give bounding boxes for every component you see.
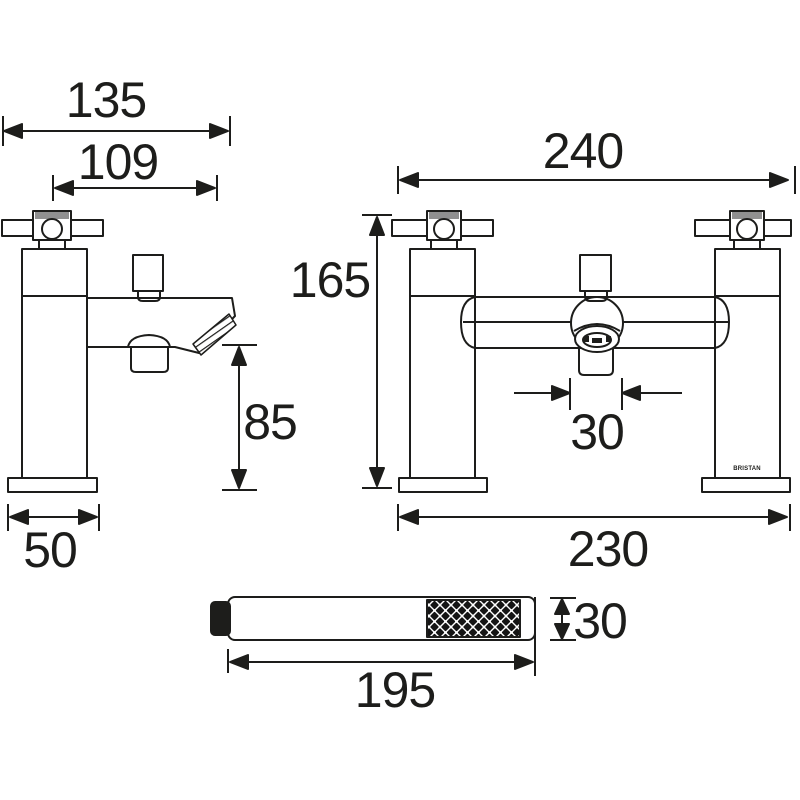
- dimension-base-depth: [7, 504, 100, 531]
- front-right-pillar: [701, 248, 791, 493]
- front-diverter-knob: [579, 254, 612, 292]
- dimension-spout-width: [514, 378, 682, 410]
- dimension-base-span: [397, 504, 791, 531]
- dimension-overall-width: [397, 166, 796, 194]
- handset-drawing: [210, 596, 576, 676]
- side-spout-arm: [87, 297, 237, 356]
- dim-label-overall-height: 165: [289, 252, 371, 308]
- dimension-overall-depth: [2, 116, 231, 146]
- handset-spray-face: [426, 599, 521, 638]
- dim-label-spout-clearance: 85: [243, 394, 298, 450]
- brand-logo-text: BRISTAN: [733, 466, 761, 472]
- dim-label-spout-reach: 109: [77, 134, 159, 190]
- front-left-base-plate: [398, 477, 488, 493]
- side-cross-handle: [1, 210, 104, 250]
- dim-label-base-span: 230: [567, 521, 649, 577]
- front-view-drawing: [362, 166, 796, 531]
- side-pillar: [7, 248, 98, 493]
- front-aerator-collar: [578, 349, 614, 376]
- front-right-cross-handle: [694, 210, 792, 250]
- dim-label-spout-width: 30: [570, 404, 625, 460]
- dimension-overall-height: [362, 214, 392, 489]
- front-left-pillar: [398, 248, 488, 493]
- side-view-drawing: [1, 116, 257, 531]
- side-diverter-knob: [132, 254, 164, 302]
- side-hose-outlet: [127, 334, 171, 373]
- handset-hose-connector: [210, 601, 231, 636]
- dimension-spout-clearance: [222, 344, 257, 491]
- dim-label-overall-depth: 135: [65, 72, 147, 128]
- dimension-handset-length: [227, 597, 536, 676]
- dim-label-overall-width: 240: [542, 123, 624, 179]
- front-left-cross-handle: [391, 210, 494, 250]
- front-spout-assembly: [570, 254, 624, 376]
- front-right-base-plate: [701, 477, 791, 493]
- dim-label-handset-diameter: 30: [573, 593, 628, 649]
- dim-label-handset-length: 195: [354, 662, 436, 718]
- dimension-handset-diameter: [550, 597, 576, 641]
- dim-label-base-depth: 50: [23, 522, 78, 578]
- side-base-plate: [7, 477, 98, 493]
- dimension-spout-reach: [52, 175, 218, 201]
- spout-outlet-hatch: [192, 313, 237, 356]
